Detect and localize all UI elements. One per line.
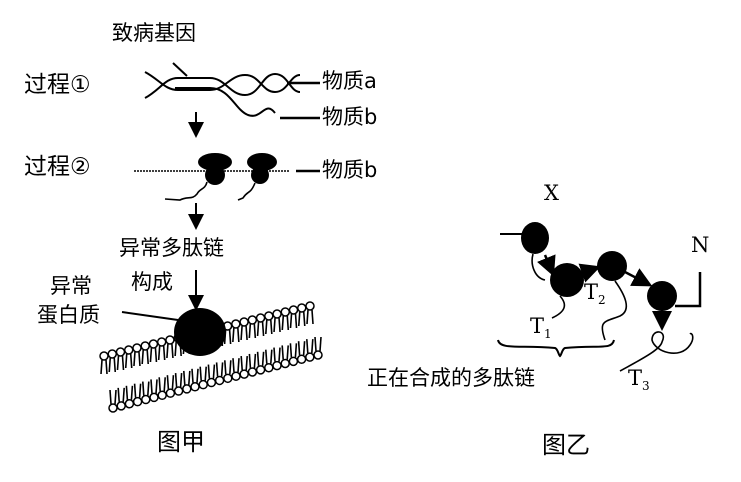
t2-label: T2	[584, 280, 606, 308]
gene-label: 致病基因	[112, 21, 196, 45]
constitute-label: 构成	[131, 270, 173, 294]
substance-b-label-2: 物质b	[322, 158, 378, 182]
ribosome-icon	[521, 222, 677, 311]
protein-pointer-line	[121, 311, 179, 321]
t1-label: T1	[530, 314, 552, 342]
substance-b-label: 物质b	[322, 105, 378, 129]
process-1-label: 过程①	[24, 72, 91, 98]
abnormal-polypeptide-label: 异常多肽链	[119, 236, 224, 260]
t2-letter: T	[584, 280, 599, 304]
figure-b-caption: 图乙	[542, 431, 590, 459]
x-label: X	[544, 181, 559, 205]
process-2-label: 过程②	[24, 154, 91, 180]
gene-pointer-line	[172, 62, 188, 77]
substance-a-label: 物质a	[322, 69, 377, 93]
dna-double-helix	[144, 71, 301, 117]
polypeptide-chains-b	[531, 253, 694, 372]
t1-subscript: 1	[544, 327, 552, 342]
t2-subscript: 2	[598, 293, 606, 308]
polypeptide-synthesizing-label: 正在合成的多肽链	[367, 366, 535, 390]
mrna-path	[537, 254, 702, 331]
t3-letter: T	[628, 366, 643, 390]
t3-subscript: 3	[642, 379, 650, 394]
abnormal-protein-blob	[174, 308, 226, 356]
brace	[497, 339, 615, 358]
ribosome-icon	[198, 153, 277, 185]
phospholipid-bilayer	[99, 301, 323, 413]
n-label: N	[691, 233, 710, 257]
protein-label: 蛋白质	[37, 303, 100, 327]
t3-label: T3	[628, 366, 650, 394]
figure-a-caption: 图甲	[157, 428, 205, 456]
polypeptide-chains	[164, 181, 256, 201]
t1-letter: T	[530, 314, 545, 338]
abnormal-label: 异常	[50, 274, 92, 298]
